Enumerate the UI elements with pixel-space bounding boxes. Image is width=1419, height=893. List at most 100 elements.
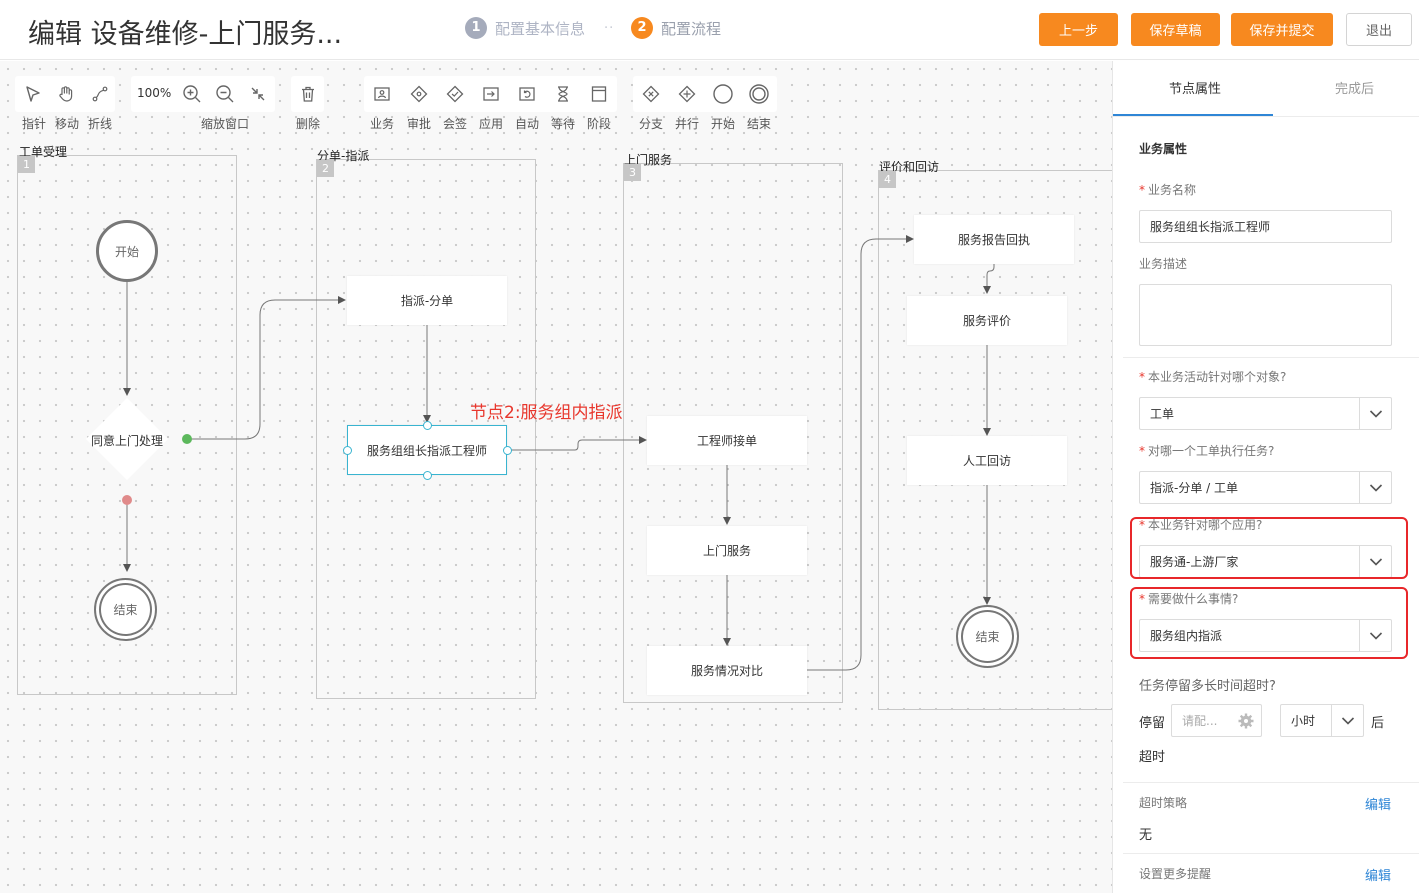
flow-connectors bbox=[122, 235, 995, 671]
node-dispatch-assign[interactable]: 指派-分单 bbox=[347, 276, 507, 325]
lane-onsite-service[interactable] bbox=[623, 163, 843, 703]
polyline-label: 折线 bbox=[87, 117, 113, 131]
node-service-evaluation[interactable]: 服务评价 bbox=[907, 296, 1067, 345]
biz-name-input[interactable]: 服务组组长指派工程师 bbox=[1139, 210, 1392, 243]
highlight-box-app bbox=[1130, 517, 1408, 579]
tab-after-completion[interactable]: 完成后 bbox=[1335, 82, 1375, 97]
hourglass-icon[interactable] bbox=[550, 81, 576, 107]
node-manual-revisit[interactable]: 人工回访 bbox=[907, 436, 1067, 485]
divider bbox=[1123, 782, 1419, 783]
zoom-level: 100% bbox=[137, 86, 172, 100]
stay-label: 停留 bbox=[1139, 716, 1166, 731]
biz-name-label-text: 业务名称 bbox=[1148, 183, 1197, 197]
more-reminders-edit-link[interactable]: 编辑 bbox=[1364, 869, 1391, 884]
resize-handle-bottom[interactable] bbox=[423, 471, 432, 480]
chevron-down-icon[interactable] bbox=[1359, 546, 1391, 577]
save-draft-button[interactable]: 保存草稿 bbox=[1131, 13, 1220, 46]
what-todo-label-text: 需要做什么事情? bbox=[1148, 592, 1239, 606]
step-configure-flow[interactable]: 2 配置流程 bbox=[631, 17, 721, 39]
parallel-gateway-icon[interactable] bbox=[674, 81, 700, 107]
start-event-icon[interactable] bbox=[710, 81, 736, 107]
what-todo-value: 服务组内指派 bbox=[1150, 629, 1223, 643]
tab-node-properties[interactable]: 节点属性 bbox=[1169, 82, 1222, 97]
zoom-in-icon[interactable] bbox=[179, 81, 205, 107]
required-mark: * bbox=[1139, 592, 1145, 606]
end-node-1[interactable]: 结束 bbox=[94, 578, 157, 641]
what-todo-select[interactable]: 服务组内指派 bbox=[1139, 619, 1392, 652]
node-report-receipt[interactable]: 服务报告回执 bbox=[914, 215, 1074, 264]
zoom-window-label: 缩放窗口 bbox=[200, 117, 250, 131]
business-node-icon[interactable] bbox=[369, 81, 395, 107]
chevron-down-icon[interactable] bbox=[1359, 620, 1391, 651]
which-order-select[interactable]: 指派-分单 / 工单 bbox=[1139, 471, 1392, 504]
branch-gateway-icon[interactable] bbox=[638, 81, 664, 107]
stay-placeholder: 请配... bbox=[1182, 714, 1218, 728]
which-order-value: 指派-分单 / 工单 bbox=[1150, 481, 1239, 495]
lane-number: 2 bbox=[317, 160, 334, 177]
approve-node-icon[interactable] bbox=[406, 81, 432, 107]
zoom-out-icon[interactable] bbox=[212, 81, 238, 107]
start-node[interactable]: 开始 bbox=[96, 220, 158, 282]
stay-duration-input[interactable]: 请配... bbox=[1171, 704, 1262, 737]
biz-desc-textarea[interactable] bbox=[1139, 284, 1392, 346]
stage-icon[interactable] bbox=[586, 81, 612, 107]
end-node-2[interactable]: 结束 bbox=[956, 605, 1019, 668]
application-label: 应用 bbox=[478, 117, 504, 131]
target-object-label-text: 本业务活动针对哪个对象? bbox=[1148, 370, 1287, 384]
auto-label: 自动 bbox=[514, 117, 540, 131]
timeout-strategy-edit-link[interactable]: 编辑 bbox=[1364, 798, 1391, 813]
stage-label: 阶段 bbox=[586, 117, 612, 131]
which-app-label-text: 本业务针对哪个应用? bbox=[1148, 518, 1263, 532]
tab-divider bbox=[1113, 116, 1419, 117]
lane-title: 分单-指派 bbox=[317, 149, 370, 163]
trash-icon[interactable] bbox=[295, 81, 321, 107]
pointer-label: 指针 bbox=[21, 117, 47, 131]
resize-handle-left[interactable] bbox=[343, 446, 352, 455]
lane-number: 1 bbox=[18, 156, 35, 173]
which-order-label-text: 对哪一个工单执行任务? bbox=[1148, 444, 1275, 458]
biz-name-value: 服务组组长指派工程师 bbox=[1150, 220, 1271, 234]
agree-visit-gateway-label: 同意上门处理 bbox=[91, 434, 164, 448]
lane-number: 4 bbox=[879, 171, 896, 188]
gear-icon[interactable] bbox=[1238, 713, 1254, 732]
application-node-icon[interactable] bbox=[478, 81, 504, 107]
countersign-node-icon[interactable] bbox=[442, 81, 468, 107]
chevron-down-icon[interactable] bbox=[1359, 472, 1391, 503]
section-title: 业务属性 bbox=[1139, 142, 1188, 156]
chevron-down-icon[interactable] bbox=[1331, 705, 1363, 736]
node-engineer-accept[interactable]: 工程师接单 bbox=[647, 416, 807, 465]
prev-step-button[interactable]: 上一步 bbox=[1039, 13, 1118, 46]
lane-dispatch-assign[interactable] bbox=[316, 159, 536, 699]
resize-handle-top[interactable] bbox=[423, 421, 432, 430]
lane-title: 评价和回访 bbox=[879, 160, 940, 174]
pointer-icon[interactable] bbox=[20, 81, 46, 107]
node-onsite-service[interactable]: 上门服务 bbox=[647, 526, 807, 575]
toolbar-group-delete bbox=[291, 76, 324, 112]
node-group-leader-assign[interactable]: 服务组组长指派工程师 bbox=[347, 425, 507, 475]
required-mark: * bbox=[1139, 444, 1145, 458]
flow-canvas[interactable]: 100% 指针 移动 折线 缩放窗口 删除 bbox=[0, 61, 1112, 893]
lane-order-acceptance[interactable] bbox=[17, 155, 237, 695]
end-label: 结束 bbox=[746, 117, 772, 131]
which-app-value: 服务通-上游厂家 bbox=[1150, 555, 1239, 569]
auto-node-icon[interactable] bbox=[514, 81, 540, 107]
target-object-select[interactable]: 工单 bbox=[1139, 397, 1392, 430]
chevron-down-icon[interactable] bbox=[1359, 398, 1391, 429]
after-label: 后 bbox=[1371, 716, 1385, 731]
node-service-compare[interactable]: 服务情况对比 bbox=[647, 646, 807, 695]
timeout-strategy-value: 无 bbox=[1139, 828, 1153, 843]
resize-handle-right[interactable] bbox=[503, 446, 512, 455]
polyline-icon[interactable] bbox=[87, 81, 113, 107]
properties-panel: 节点属性 完成后 业务属性 *业务名称 服务组组长指派工程师 业务描述 *本业务… bbox=[1112, 61, 1419, 893]
required-mark: * bbox=[1139, 183, 1145, 197]
step-basic-info[interactable]: 1 配置基本信息 bbox=[465, 17, 585, 39]
save-submit-button[interactable]: 保存并提交 bbox=[1231, 13, 1333, 46]
lane-evaluation-revisit[interactable] bbox=[878, 170, 1112, 710]
time-unit-select[interactable]: 小时 bbox=[1280, 704, 1364, 737]
end-event-icon[interactable] bbox=[746, 81, 772, 107]
which-app-select[interactable]: 服务通-上游厂家 bbox=[1139, 545, 1392, 578]
business-label: 业务 bbox=[369, 117, 395, 131]
fit-window-icon[interactable] bbox=[245, 81, 271, 107]
exit-button[interactable]: 退出 bbox=[1346, 13, 1412, 46]
hand-move-icon[interactable] bbox=[53, 81, 79, 107]
